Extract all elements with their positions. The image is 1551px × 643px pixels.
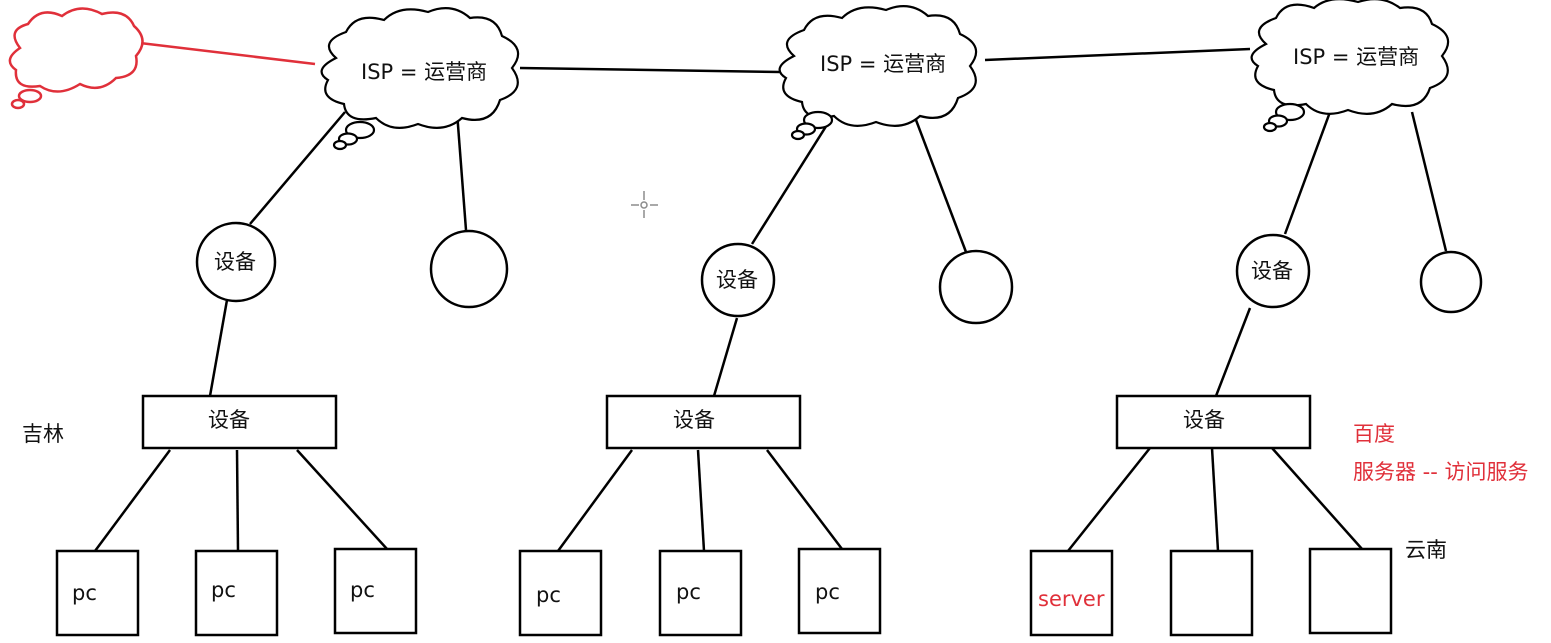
region-label-yunnan: 云南 xyxy=(1405,538,1447,562)
switch-box-3 xyxy=(1115,394,1312,450)
device-circle-2 xyxy=(700,242,776,318)
switch-box-2 xyxy=(605,394,802,450)
switch3-to-server xyxy=(1067,447,1151,552)
connection-lines xyxy=(93,47,1448,552)
annotation-server-access: 服务器 -- 访问服务 xyxy=(1353,460,1529,484)
region-label-jilin: 吉林 xyxy=(22,422,64,446)
terminal-label-5: pc xyxy=(676,580,701,604)
isp3-to-circle3 xyxy=(1410,111,1448,252)
switch3-to-box2 xyxy=(1210,447,1220,552)
red-annotation-line xyxy=(139,41,316,66)
crosshair-cursor-icon xyxy=(631,191,658,218)
switch-label-1: 设备 xyxy=(208,408,250,432)
isp1-to-device1 xyxy=(249,111,346,225)
device-circle-label-2: 设备 xyxy=(716,268,758,292)
terminal-box-8 xyxy=(1169,549,1254,637)
isp-cloud-2 xyxy=(778,5,978,141)
router-circle-3 xyxy=(1419,250,1483,314)
isp2-to-circle2 xyxy=(914,119,968,253)
device-circle-label-3: 设备 xyxy=(1251,259,1293,283)
terminal-box-9 xyxy=(1308,547,1393,635)
isp-link-1-2 xyxy=(519,66,781,74)
switch2-to-pc4 xyxy=(556,449,634,552)
device-circle-label-1: 设备 xyxy=(214,250,256,274)
switch-label-2: 设备 xyxy=(673,408,715,432)
terminal-box-5 xyxy=(658,549,743,637)
switch2-to-pc5 xyxy=(696,449,706,552)
terminal-box-1 xyxy=(55,549,140,637)
router-circle-1 xyxy=(429,229,509,309)
terminal-label-2: pc xyxy=(211,578,236,602)
isp-label-3: ISP = 运营商 xyxy=(1293,45,1420,69)
switch1-to-pc2 xyxy=(235,449,240,552)
isp-label-2: ISP = 运营商 xyxy=(820,52,947,76)
device3-to-switch3 xyxy=(1214,307,1252,397)
terminal-label-3: pc xyxy=(350,578,375,602)
device-circle-1 xyxy=(195,221,277,303)
annotation-baidu: 百度 xyxy=(1353,422,1395,446)
isp-link-2-3 xyxy=(984,47,1251,62)
isp-label-1: ISP = 运营商 xyxy=(361,60,488,84)
terminal-box-6 xyxy=(797,547,882,635)
red-thought-cloud xyxy=(8,7,144,110)
device-circle-3 xyxy=(1235,233,1311,309)
switch-box-1 xyxy=(141,394,338,450)
terminal-label-1: pc xyxy=(72,581,97,605)
switch-label-3: 设备 xyxy=(1183,408,1225,432)
device1-to-switch1 xyxy=(208,299,229,397)
isp-cloud-1 xyxy=(320,7,520,151)
terminal-box-4 xyxy=(518,549,603,637)
device2-to-switch2 xyxy=(712,317,739,397)
isp3-to-device3 xyxy=(1283,111,1332,235)
isp1-to-circle1 xyxy=(455,111,468,231)
terminal-label-4: pc xyxy=(536,583,561,607)
isp2-to-device2 xyxy=(750,119,832,245)
switch2-to-pc6 xyxy=(766,449,843,550)
terminal-box-7 xyxy=(1029,549,1114,637)
isp-cloud-3 xyxy=(1250,0,1450,133)
terminal-box-2 xyxy=(194,549,279,637)
switch3-to-box3 xyxy=(1271,447,1363,550)
server-label: server xyxy=(1038,587,1105,611)
switch1-to-pc1 xyxy=(93,449,172,552)
terminal-label-6: pc xyxy=(815,580,840,604)
router-circle-2 xyxy=(938,249,1014,325)
switch1-to-pc3 xyxy=(296,449,388,550)
terminal-box-3 xyxy=(333,547,418,635)
